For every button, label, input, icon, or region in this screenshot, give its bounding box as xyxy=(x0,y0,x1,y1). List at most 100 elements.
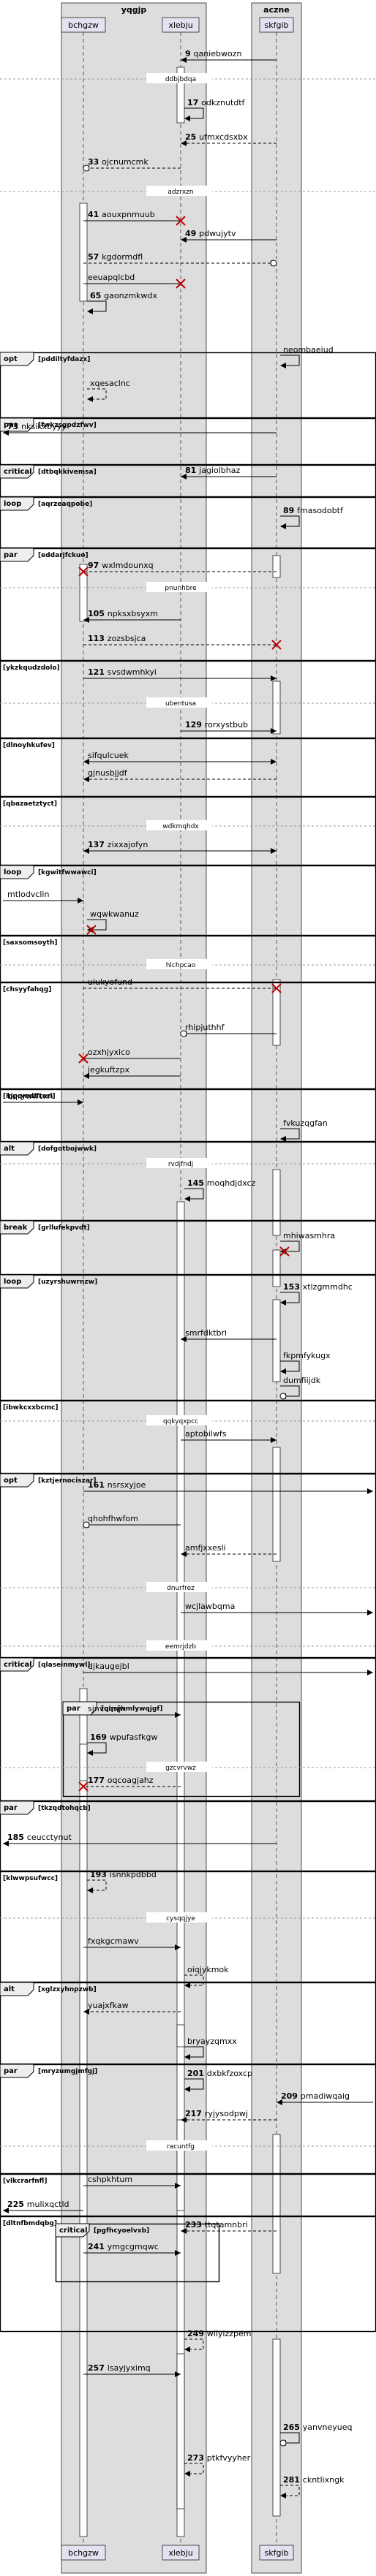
message-label: 161 nsrsxyjoe xyxy=(88,1480,146,1490)
fragment-tab xyxy=(55,2223,90,2238)
message: mhiwasmhra xyxy=(279,1231,335,1257)
arrow-head xyxy=(83,848,89,854)
message: 57 kgdormdfl xyxy=(83,252,277,267)
message: fxqkgcmawv xyxy=(83,1936,181,1950)
divider-label: ddbjbdqa xyxy=(165,76,196,83)
message-label: 57 kgdormdfl xyxy=(88,252,143,262)
fragment-guard: [dofgotbojwwk] xyxy=(38,1145,97,1153)
message-label: oiqjykmok xyxy=(187,1965,229,1974)
message-text: ufmxcdsxbx xyxy=(199,132,248,142)
lost-message-x xyxy=(78,567,89,577)
message-label: wqwkwanuz xyxy=(90,909,139,919)
divider: qqkyqxpcc xyxy=(0,1415,376,1425)
activation-bar-xlebju xyxy=(176,2024,185,2047)
message-text: wpufasfkgw xyxy=(110,1732,158,1742)
arrow-head xyxy=(280,1300,286,1306)
self-message-line xyxy=(184,2463,204,2474)
divider-label: hlchpcao xyxy=(166,962,196,969)
divider: adzrxzn xyxy=(0,186,376,196)
message-text: nsrsxyjoe xyxy=(108,1480,146,1490)
activation-bar-skfgib xyxy=(272,555,281,578)
participant-xlebju-top[interactable]: xlebju xyxy=(162,17,200,33)
message: 153 xtlzgmmdhc xyxy=(280,1282,353,1306)
message: mtlodvclin xyxy=(3,890,83,904)
fragment-kind: opt xyxy=(4,355,18,363)
message: 161 nsrsxyjoe xyxy=(83,1480,373,1494)
self-message-line xyxy=(184,1188,204,1200)
fragment-guard: [fwkzsgpdzfwv] xyxy=(38,422,97,429)
message-label: 145 moqhdjdxcz xyxy=(187,1178,256,1188)
message: 17 odkznutdtf xyxy=(184,98,246,121)
message-text: yuajxfkaw xyxy=(88,2001,129,2010)
divider: pnunhbre xyxy=(0,582,376,592)
message-text: eeuapqlcbd xyxy=(88,273,135,282)
message-number: 233 xyxy=(185,2220,205,2230)
message-label: 257 lsayjyximq xyxy=(88,2363,151,2373)
fragment-tab xyxy=(0,1982,34,1996)
message: 233 ttqtamnbri xyxy=(181,2220,277,2234)
message-text: kgdormdfl xyxy=(102,252,143,262)
arrow-head xyxy=(367,1670,373,1675)
message: aptobilwfs xyxy=(181,1429,277,1443)
lost-message-x xyxy=(176,279,186,289)
message: 281 ckntlixngk xyxy=(280,2475,345,2499)
found-message-circle xyxy=(180,1030,187,1037)
participant-skfgib-bottom[interactable]: skfgib xyxy=(259,2545,294,2561)
arrow-head xyxy=(277,2099,282,2105)
message-label: mhiwasmhra xyxy=(283,1231,335,1240)
message: ozxhjyxico xyxy=(78,1048,181,1064)
message-text: wqwkwanuz xyxy=(90,909,139,919)
message-label: 225 mulixqctld xyxy=(7,2200,69,2209)
self-message-line xyxy=(280,1128,300,1140)
arrow-head xyxy=(87,927,93,933)
fragment-guard: [grllufekpvdt] xyxy=(38,1224,90,1232)
found-message-circle xyxy=(279,1393,287,1400)
message-number: 97 xyxy=(88,561,102,570)
message-label: fkpmfykugx xyxy=(283,1351,331,1360)
participant-bchgzw-bottom[interactable]: bchgzw xyxy=(61,2545,106,2561)
arrow-head xyxy=(181,2117,187,2123)
fragment-tab xyxy=(0,1657,34,1672)
fragment-kind: loop xyxy=(4,1278,21,1286)
message-label: ozxhjyxico xyxy=(88,1048,130,1057)
combined-fragments: opt[pddiltyfdazx]par[fwkzsgpdzfwv]critic… xyxy=(0,352,376,2333)
message-text: dxbkfzoxcp xyxy=(207,2069,252,2078)
message-text: ttqtamnbri xyxy=(205,2220,248,2230)
participant-xlebju-bottom[interactable]: xlebju xyxy=(162,2545,200,2561)
message: djkaugejbl xyxy=(83,1662,373,1675)
found-message-circle xyxy=(83,164,90,172)
arrow-head xyxy=(181,57,187,63)
divider-label-bg xyxy=(146,2140,212,2151)
arrow-head xyxy=(3,2208,9,2213)
message-text: rhipjuthhf xyxy=(185,1023,225,1032)
fragment-guard: [vlkcrarfnfl] xyxy=(3,2178,47,2185)
message: 113 zozsbsjca xyxy=(83,634,282,650)
message-label: bryayzqmxx xyxy=(187,2037,237,2046)
divider: rvdjfndj xyxy=(0,1158,376,1168)
message-text: xqesaclnc xyxy=(90,379,130,388)
arrow-head xyxy=(87,1887,93,1893)
message-label: 17 odkznutdtf xyxy=(187,98,246,107)
fragment-tab xyxy=(0,1274,34,1289)
participant-skfgib-top[interactable]: skfgib xyxy=(259,17,294,33)
fragment-kind: par xyxy=(4,551,18,559)
message-label: xqesaclnc xyxy=(90,379,130,388)
message-label: 113 zozsbsjca xyxy=(88,634,146,643)
divider: dnurfrez xyxy=(0,1582,376,1592)
message-label: fvkuzqgfan xyxy=(283,1118,328,1128)
message: 25 ufmxcdsxbx xyxy=(181,132,277,146)
arrow-head xyxy=(271,675,277,681)
divider-label: wdkmqhdx xyxy=(162,823,199,830)
arrow-head xyxy=(184,2346,190,2352)
message-text: odkznutdtf xyxy=(201,98,245,107)
participant-bchgzw-top[interactable]: bchgzw xyxy=(61,17,106,33)
divider: eemrjdzb xyxy=(0,1640,376,1651)
divider: wdkmqhdx xyxy=(0,820,376,830)
message-number: 249 xyxy=(187,2329,207,2338)
fragment-kind: par xyxy=(4,1804,18,1812)
arrow-head xyxy=(83,759,89,765)
fragment-tab xyxy=(0,417,34,432)
message-text: wxlmdounxq xyxy=(102,561,153,570)
message-text: fxqkgcmawv xyxy=(88,1936,139,1946)
message-text: jegkuftzpx xyxy=(87,1065,130,1075)
